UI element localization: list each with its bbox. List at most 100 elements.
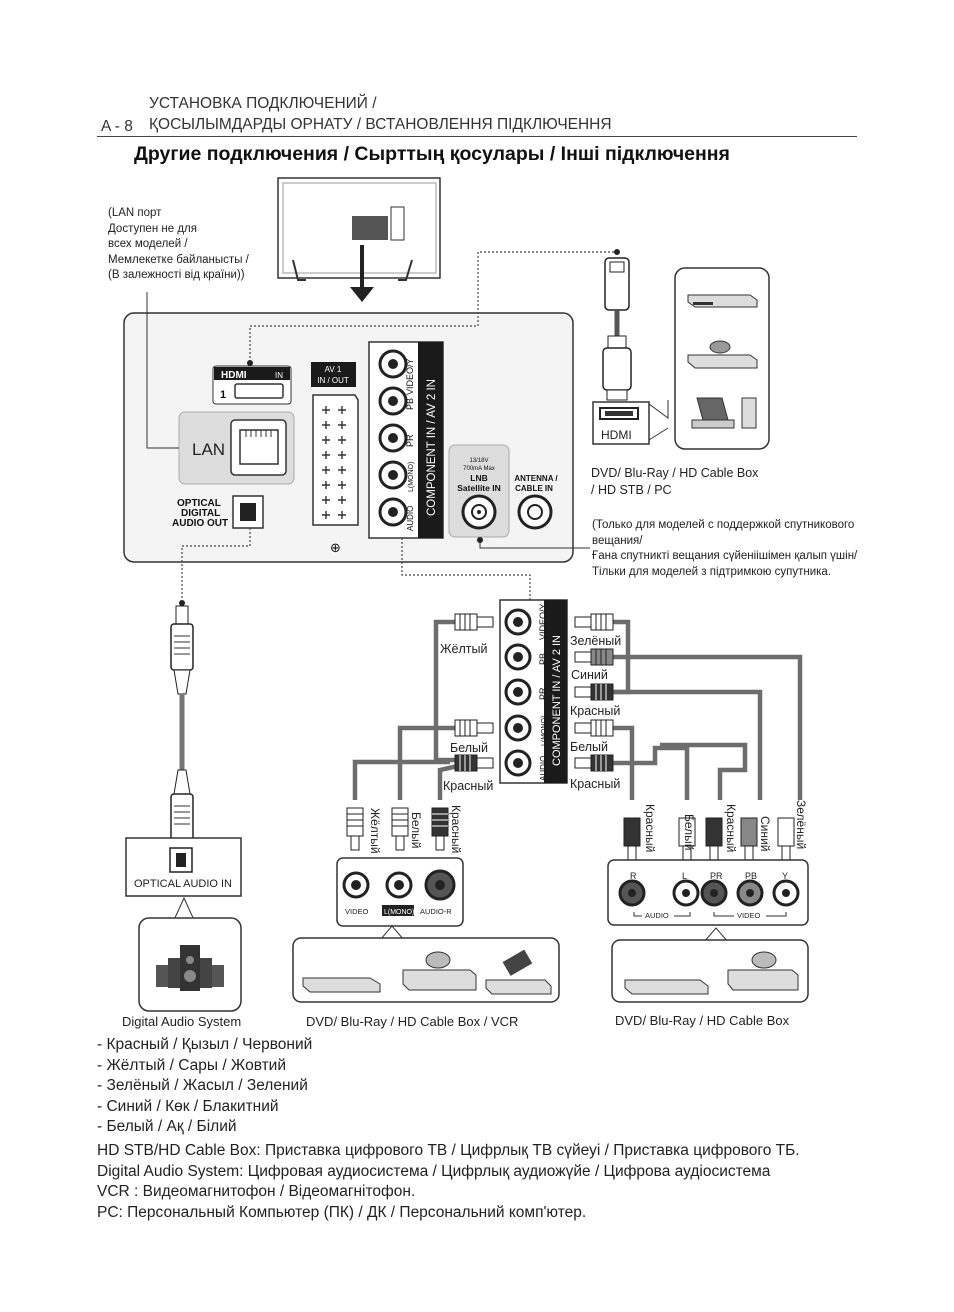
satellite-note: (Только для моделей с поддержкой спутник… xyxy=(592,518,857,580)
label-red-right: Красный xyxy=(570,704,620,718)
lnb-current-label: 700mA Max xyxy=(463,466,495,472)
label-green-right: Зелёный xyxy=(570,634,621,648)
hdmi-device-caption-line: / HD STB / PC xyxy=(591,483,672,497)
label-blue-right: Синий xyxy=(571,668,608,682)
optical-cable xyxy=(170,605,194,855)
l-mono-label-2: L(MONO) xyxy=(541,716,548,746)
tv-rear-illustration xyxy=(277,177,441,302)
tv-connection-panel: HDMI IN 1 LAN OPTICAL DIGITAL AUDIO OUT … xyxy=(123,312,574,563)
comp-pb-label: PB xyxy=(745,871,757,881)
component-device-caption: DVD/ Blu-Ray / HD Cable Box xyxy=(615,1013,790,1028)
lan-note-line: (В залежності від країни)) xyxy=(108,269,245,281)
optical-out-label-2: DIGITAL xyxy=(181,508,220,519)
legend-item: - Зелёный / Жасыл / Зелений xyxy=(97,1077,308,1094)
pr-label: PR xyxy=(405,434,415,447)
hdmi-cable xyxy=(602,257,632,401)
satellite-note-line: (Только для моделей с поддержкой спутник… xyxy=(592,519,855,531)
legend-item: - Синий / Көк / Блакитний xyxy=(97,1098,279,1115)
component-device-panel: R L PR PB Y AUDIO VIDEO xyxy=(607,859,809,1003)
audio-r-label-2: AUDIO xyxy=(539,756,548,781)
comp-r-label: R xyxy=(630,871,637,881)
label-green-comp: Зелёный xyxy=(794,800,808,849)
lan-note-line: Мемлекетке байланысты / xyxy=(108,253,249,266)
comp-y-label: Y xyxy=(782,871,788,881)
label-red-vcr: Красный xyxy=(449,805,463,853)
legend-item: - Красный / Қызыл / Червоний xyxy=(97,1036,313,1053)
vcr-device-panel: VIDEO L(MONO) AUDIO-R xyxy=(292,857,560,1003)
glossary-line: HD STB/HD Cable Box: Приставка цифрового… xyxy=(97,1142,800,1159)
antenna-label-1: ANTENNA / xyxy=(514,474,558,483)
digital-audio-system-caption: Digital Audio System xyxy=(122,1014,241,1029)
vcr-audio-r-label: AUDIO-R xyxy=(420,907,452,916)
rca-plugs-left xyxy=(454,613,494,772)
lan-note-line: (LAN порт xyxy=(108,207,162,219)
component-in-label: COMPONENT IN / AV 2 IN xyxy=(426,379,438,516)
header-line1: УСТАНОВКА ПОДКЛЮЧЕНИЙ / xyxy=(149,95,377,112)
component-in-block: VIDEO/Y PB PR L(MONO) AUDIO COMPONENT IN… xyxy=(499,599,568,784)
hdmi-device-label: HDMI xyxy=(601,428,632,442)
scart-port xyxy=(312,394,359,526)
hdmi-device: HDMI xyxy=(592,267,770,450)
optical-audio-in-box: OPTICAL AUDIO IN xyxy=(125,837,242,1012)
video-y-label: VIDEO/Y xyxy=(405,358,415,395)
comp-video-label: VIDEO xyxy=(737,911,761,920)
audio-r-label: AUDIO xyxy=(406,506,415,531)
hdmi-device-caption: DVD/ Blu-Ray / HD Cable Box / HD STB / P… xyxy=(591,465,758,499)
header-rule xyxy=(97,136,857,137)
rca-cables xyxy=(352,619,803,800)
label-white-left: Белый xyxy=(450,741,488,755)
legend-item: - Жёлтый / Сары / Жовтий xyxy=(97,1057,286,1074)
rca-plugs-component-device xyxy=(623,817,795,861)
lnb-label: LNB xyxy=(470,473,487,483)
vcr-video-label: VIDEO xyxy=(345,907,369,916)
comp-pr-label: PR xyxy=(710,871,723,881)
label-yellow-vcr: Жёлтый xyxy=(368,808,382,854)
vcr-device-caption: DVD/ Blu-Ray / HD Cable Box / VCR xyxy=(306,1014,518,1029)
pb-label: PB xyxy=(405,398,415,410)
satellite-in-label: Satellite IN xyxy=(457,483,500,493)
optical-out-label-3: AUDIO OUT xyxy=(172,518,228,529)
pb-label-2: PB xyxy=(538,653,548,665)
hdmi-logo: HDMI xyxy=(221,370,247,381)
lan-label: LAN xyxy=(192,440,225,459)
optical-audio-in-label: OPTICAL AUDIO IN xyxy=(134,878,232,890)
label-white-vcr: Белый xyxy=(409,812,423,848)
label-red-comp-pr: Красный xyxy=(724,804,738,852)
satellite-note-line: Ғана спутникті вещания сүйеніішімен қалы… xyxy=(592,550,858,562)
pr-label-2: PR xyxy=(538,687,548,700)
label-white-right: Белый xyxy=(570,740,608,754)
label-white-comp: Белый xyxy=(682,814,696,850)
lan-note-line: всех моделей / xyxy=(108,238,188,250)
hdmi-port-number: 1 xyxy=(220,389,226,401)
page-title: Другие подключения / Сырттың қосулары / … xyxy=(134,143,730,165)
scart-symbol-icon: ⊕ xyxy=(330,540,341,555)
component-jacks xyxy=(378,349,408,527)
page-number: A - 8 xyxy=(101,118,133,135)
glossary-line: Digital Audio System: Цифровая аудиосист… xyxy=(97,1163,771,1180)
lan-note: (LAN порт Доступен не для всех моделей /… xyxy=(108,206,249,284)
dotted-cable-paths xyxy=(181,251,617,600)
video-y-label-2: VIDEO/Y xyxy=(538,603,548,640)
hdmi-device-caption-line: DVD/ Blu-Ray / HD Cable Box xyxy=(591,466,759,480)
vcr-lmono-label: L(MONO) xyxy=(384,909,414,916)
comp-l-label: L xyxy=(682,871,687,881)
label-red-right-2: Красный xyxy=(570,777,620,791)
lnb-voltage-label: 13/18V xyxy=(469,458,488,464)
lan-note-line: Доступен не для xyxy=(108,222,197,235)
label-red-comp-audio: Красный xyxy=(643,804,657,852)
glossary-line: VCR : Видеомагнитофон / Відеомагнітофон. xyxy=(97,1183,416,1200)
hdmi-in-label: IN xyxy=(275,371,283,380)
av1-inout-label: IN / OUT xyxy=(317,376,349,385)
l-mono-label: L(MONO) xyxy=(408,462,415,492)
component-in-label-2: COMPONENT IN / AV 2 IN xyxy=(551,635,563,766)
label-red-left: Красный xyxy=(443,779,493,793)
comp-audio-label: AUDIO xyxy=(645,911,669,920)
label-yellow-left: Жёлтый xyxy=(440,642,487,656)
header-line2: ҚОСЫЛЫМДАРДЫ ОРНАТУ / ВСТАНОВЛЕННЯ ПІДКЛ… xyxy=(149,116,612,133)
satellite-note-line: вещания/ xyxy=(592,534,643,547)
rca-plugs-right xyxy=(574,613,614,772)
glossary-line: PC: Персональный Компьютер (ПК) / ДК / П… xyxy=(97,1204,587,1221)
optical-out-label-1: OPTICAL xyxy=(177,498,221,509)
rca-plugs-vcr xyxy=(346,807,449,851)
